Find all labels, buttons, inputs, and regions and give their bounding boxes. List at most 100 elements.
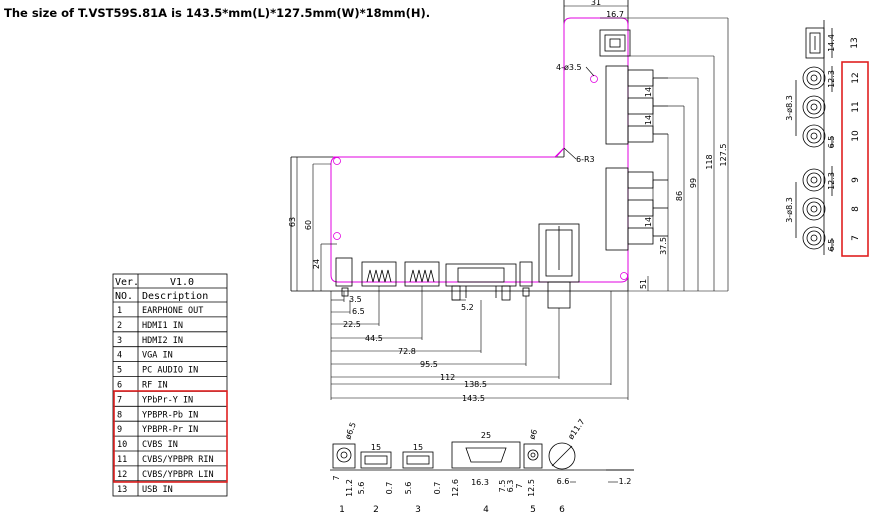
front-dim-5-6b: 5.6 [404, 482, 413, 495]
table-row-number: 2 [117, 321, 122, 331]
table-highlight-box [113, 390, 228, 483]
front-dim-16-3: 16.3 [471, 478, 489, 487]
dim-44-5: 44.5 [365, 334, 383, 343]
table-ver-value: V1.0 [170, 277, 194, 288]
board-outline [330, 17, 629, 283]
port-number-1: 1 [339, 505, 345, 515]
side-highlight-box [841, 61, 869, 257]
table-row-description: YPbPr-Y IN [142, 395, 193, 405]
front-dim-12-5: 12.5 [527, 479, 536, 497]
table-row-description: CVBS IN [142, 440, 178, 450]
port-number-6: 6 [559, 505, 565, 515]
table-row-number: 7 [117, 395, 122, 405]
dim-3-5: 3.5 [349, 295, 362, 304]
table-row-number: 12 [117, 470, 127, 480]
hole-label: 4-ø3.5 [556, 63, 582, 72]
dim-112: 112 [440, 373, 455, 382]
table-row-description: CVBS/YPBPR RIN [142, 455, 214, 465]
table-desc-label: Description [142, 291, 208, 302]
front-dim-12-6: 12.6 [451, 479, 460, 497]
rca-stack-upper [605, 65, 668, 145]
dim-51: 51 [639, 279, 648, 289]
front-dim-11-2: 11.2 [345, 479, 354, 497]
dim-37-5: 37.5 [659, 237, 668, 255]
table-row-number: 3 [117, 336, 122, 346]
table-row-number: 9 [117, 425, 122, 435]
side-number-12: 12 [851, 72, 861, 83]
table-ver-label: Ver. [115, 277, 139, 288]
earphone-jack [335, 257, 353, 297]
front-dim-15b: 15 [413, 443, 423, 452]
front-dim-dia-6: ø6 [527, 428, 539, 440]
front-dim-6-6: 6.6 [557, 477, 570, 486]
table-row-description: PC AUDIO IN [142, 366, 198, 376]
dim-31: 31 [591, 0, 601, 7]
mount-hole [590, 75, 598, 83]
front-dim-25: 25 [481, 431, 491, 440]
dim-118: 118 [705, 154, 714, 169]
usb-port [599, 29, 631, 57]
side-dim-12-3b: 12.3 [827, 172, 836, 190]
front-dim-1-2: 1.2 [619, 477, 632, 486]
side-number-9: 9 [851, 177, 861, 183]
dim-95-5: 95.5 [420, 360, 438, 369]
side-dim-dia-a: 3-ø8.3 [785, 95, 794, 121]
dim-63: 63 [288, 217, 297, 227]
table-row-description: EARPHONE OUT [142, 306, 203, 316]
table-row-number: 4 [117, 351, 122, 361]
mount-hole [620, 272, 628, 280]
table-row-number: 1 [117, 306, 122, 316]
radius-label: 6-R3 [576, 155, 595, 164]
port-table [112, 273, 228, 497]
page-title: The size of T.VST59S.81A is 143.5*mm(L)*… [4, 6, 431, 20]
front-dim-7b: 7 [515, 483, 524, 488]
table-row-number: 11 [117, 455, 127, 465]
mount-hole [333, 232, 341, 240]
dim-24: 24 [312, 259, 321, 269]
dim-143-5: 143.5 [462, 394, 485, 403]
front-view [330, 441, 634, 471]
dim-6-5: 6.5 [352, 307, 365, 316]
mount-hole [333, 157, 341, 165]
dim-22-5: 22.5 [343, 320, 361, 329]
table-row-number: 5 [117, 366, 122, 376]
front-dim-0-7b: 0.7 [433, 482, 442, 495]
rf-connector [538, 223, 580, 309]
dim-86: 86 [675, 191, 684, 201]
dim-99: 99 [689, 178, 698, 188]
front-dim-0-7a: 0.7 [385, 482, 394, 495]
front-dim-6-3: 6.3 [506, 480, 515, 493]
dim-14-a: 14 [644, 87, 653, 97]
dim-16-7: 16.7 [606, 10, 624, 19]
dim-138-5: 138.5 [464, 380, 487, 389]
table-row-number: 10 [117, 440, 127, 450]
side-dim-6-5b: 6.5 [827, 239, 836, 252]
side-number-8: 8 [851, 206, 861, 212]
dim-5-2: 5.2 [461, 303, 474, 312]
port-number-3: 3 [415, 505, 421, 515]
front-dim-7-5: 7.5 [498, 480, 507, 493]
table-row-description: YPBPR-Pb IN [142, 410, 198, 420]
side-view [795, 20, 833, 255]
front-dim-dia-11-7: ø11.7 [566, 417, 586, 441]
dim-14-c: 14 [644, 217, 653, 227]
side-dim-6-5a: 6.5 [827, 136, 836, 149]
dim-127-5: 127.5 [719, 144, 728, 167]
front-dim-dia-6-5: ø6.5 [343, 421, 357, 441]
front-dim-5-6a: 5.6 [357, 482, 366, 495]
front-dim-15a: 15 [371, 443, 381, 452]
table-no-label: NO. [115, 291, 133, 302]
table-row-description: HDMI1 IN [142, 321, 183, 331]
table-row-description: HDMI2 IN [142, 336, 183, 346]
table-row-number: 8 [117, 410, 122, 420]
side-number-13: 13 [850, 37, 860, 48]
dim-14-b: 14 [644, 115, 653, 125]
dim-72-8: 72.8 [398, 347, 416, 356]
table-row-description: USB IN [142, 485, 173, 495]
table-row-description: YPBPR-Pr IN [142, 425, 198, 435]
table-row-number: 6 [117, 381, 122, 391]
table-row-number: 13 [117, 485, 127, 495]
front-dim-7a: 7 [332, 475, 341, 480]
side-number-10: 10 [851, 130, 861, 142]
